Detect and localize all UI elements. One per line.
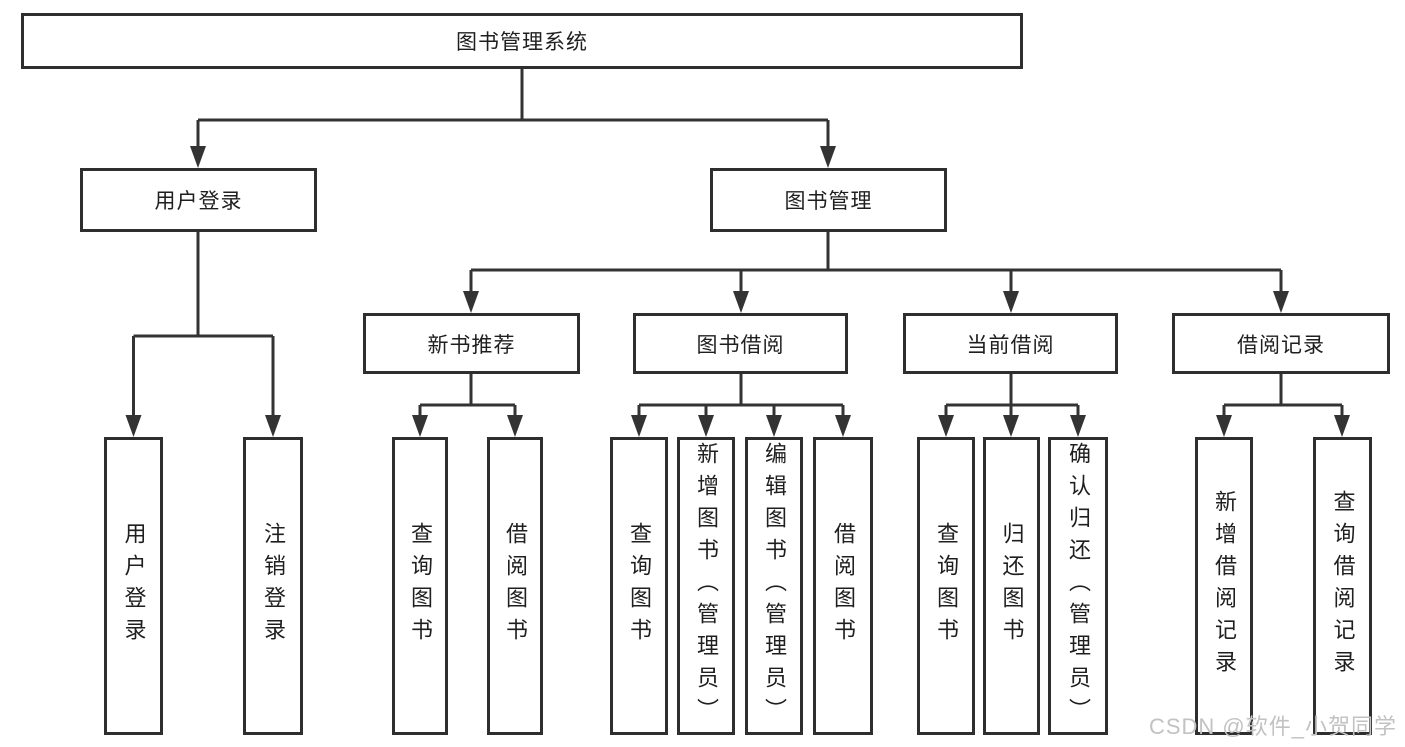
leaf-logout: 注销登录 xyxy=(243,437,303,735)
leaf-query-borrow-record: 查询借阅记录 xyxy=(1313,437,1372,735)
leaf-label: 编辑图书（管理员） xyxy=(762,442,787,730)
node-new-book-recommend: 新书推荐 xyxy=(363,313,580,374)
leaf-borrow-book-2: 借阅图书 xyxy=(813,437,873,735)
node-label: 新书推荐 xyxy=(427,333,516,357)
leaf-label: 用户登录 xyxy=(121,522,147,650)
node-book-borrowing: 图书借阅 xyxy=(633,313,848,374)
leaf-label: 借阅图书 xyxy=(831,522,856,650)
leaf-edit-book-admin: 编辑图书（管理员） xyxy=(745,437,803,735)
leaf-return-book: 归还图书 xyxy=(983,437,1040,735)
leaf-borrow-book-1: 借阅图书 xyxy=(487,437,543,735)
leaf-user-login: 用户登录 xyxy=(104,437,163,735)
leaf-label: 归还图书 xyxy=(999,522,1025,650)
node-label: 用户登录 xyxy=(154,190,243,213)
leaf-label: 查询图书 xyxy=(627,522,652,650)
connector-bookmgmt-to-level3 xyxy=(463,232,1289,313)
node-borrowing-records: 借阅记录 xyxy=(1172,313,1390,374)
node-label: 图书管理系统 xyxy=(456,31,588,54)
leaf-add-book-admin: 新增图书（管理员） xyxy=(677,437,735,735)
leaf-label: 查询图书 xyxy=(934,522,959,650)
connector-borrow-to-leaves xyxy=(631,374,851,437)
leaf-label: 注销登录 xyxy=(261,522,286,650)
node-user-login: 用户登录 xyxy=(80,168,317,232)
leaf-label: 查询图书 xyxy=(408,522,433,650)
connector-userlogin-to-leaves xyxy=(125,232,281,437)
leaf-query-book-3: 查询图书 xyxy=(917,437,975,735)
leaf-label: 新增图书（管理员） xyxy=(694,442,719,730)
leaf-query-book-2: 查询图书 xyxy=(610,437,668,735)
leaf-query-book-1: 查询图书 xyxy=(392,437,448,735)
csdn-watermark: CSDN @软件_小贺同学 xyxy=(1148,714,1397,739)
node-current-borrowing: 当前借阅 xyxy=(903,313,1118,374)
leaf-label: 确认归还（管理员） xyxy=(1066,442,1091,730)
leaf-confirm-return-admin: 确认归还（管理员） xyxy=(1048,437,1108,735)
connector-root-to-level2 xyxy=(190,69,836,168)
leaf-label: 查询借阅记录 xyxy=(1330,490,1356,682)
leaf-label: 借阅图书 xyxy=(503,522,528,650)
node-label: 借阅记录 xyxy=(1237,333,1325,357)
node-label: 图书借阅 xyxy=(696,333,785,357)
connector-records-to-leaves xyxy=(1216,374,1350,437)
node-label: 当前借阅 xyxy=(966,333,1055,357)
node-label: 图书管理 xyxy=(784,190,873,213)
node-root-library-system: 图书管理系统 xyxy=(21,13,1023,69)
connector-current-to-leaves xyxy=(938,374,1086,437)
leaf-add-borrow-record: 新增借阅记录 xyxy=(1195,437,1253,735)
leaf-label: 新增借阅记录 xyxy=(1212,490,1237,682)
connector-newrec-to-leaves xyxy=(412,374,523,437)
node-book-management: 图书管理 xyxy=(710,168,947,232)
